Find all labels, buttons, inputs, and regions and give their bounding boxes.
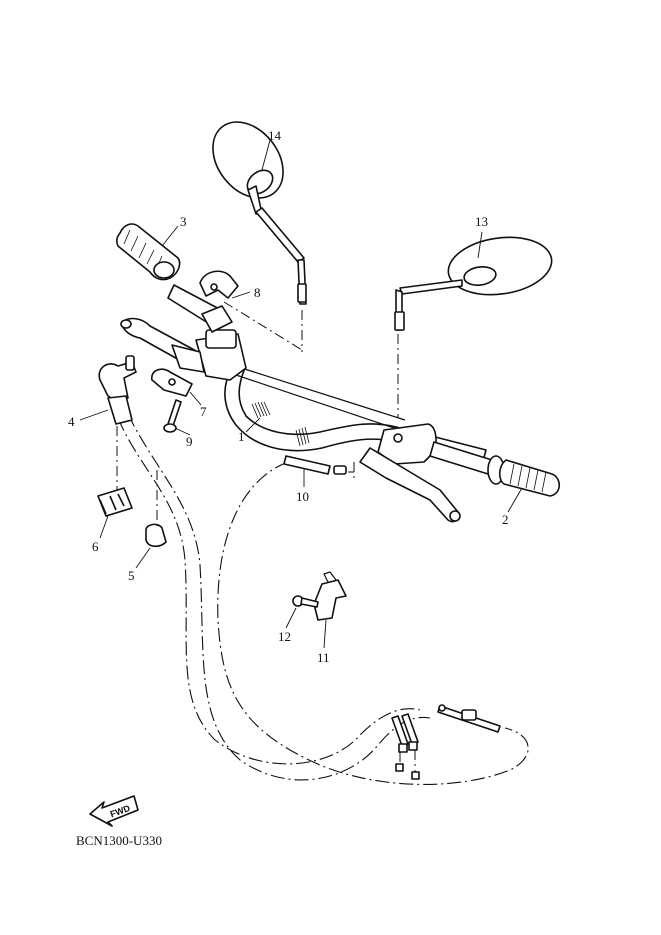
handlebar-knurl [251, 401, 310, 447]
callout-2: 2 [502, 512, 509, 527]
forward-arrow: FWD [89, 795, 139, 827]
bolt-left [163, 399, 182, 433]
callout-7: 7 [200, 404, 207, 419]
clutch-cable-end [283, 455, 355, 480]
clutch-lower-end [437, 704, 501, 733]
throttle-housing [98, 355, 137, 425]
callout-numbers: 1 2 3 4 5 6 7 8 9 10 11 12 13 14 [68, 128, 509, 665]
holder-upper [199, 270, 239, 333]
right-grip [429, 441, 561, 497]
callout-3: 3 [180, 214, 187, 229]
callout-10: 10 [296, 489, 309, 504]
mirror-right [394, 236, 553, 331]
left-lever-assembly [120, 317, 247, 381]
cable-adjusters [391, 713, 420, 780]
callout-9: 9 [186, 434, 193, 449]
callout-13: 13 [475, 214, 488, 229]
mirror-left [212, 121, 307, 305]
cable-clip-small [145, 523, 167, 548]
callout-5: 5 [128, 568, 135, 583]
clutch-cable [217, 461, 529, 785]
callout-14: 14 [268, 128, 282, 143]
cable-clip-large [97, 487, 133, 517]
callout-12: 12 [278, 629, 291, 644]
bracket [313, 571, 347, 621]
throttle-cables [117, 413, 431, 781]
right-switch-assembly [359, 423, 461, 523]
callout-11: 11 [317, 650, 330, 665]
callout-6: 6 [92, 539, 99, 554]
bolt-bracket [292, 595, 319, 608]
diagram-code: BCN1300-U330 [76, 833, 162, 848]
leader-lines [79, 139, 523, 649]
callout-1: 1 [238, 429, 245, 444]
callout-4: 4 [68, 414, 75, 429]
holder-lower [151, 368, 193, 397]
guide-lines [116, 301, 399, 528]
callout-8: 8 [254, 285, 261, 300]
